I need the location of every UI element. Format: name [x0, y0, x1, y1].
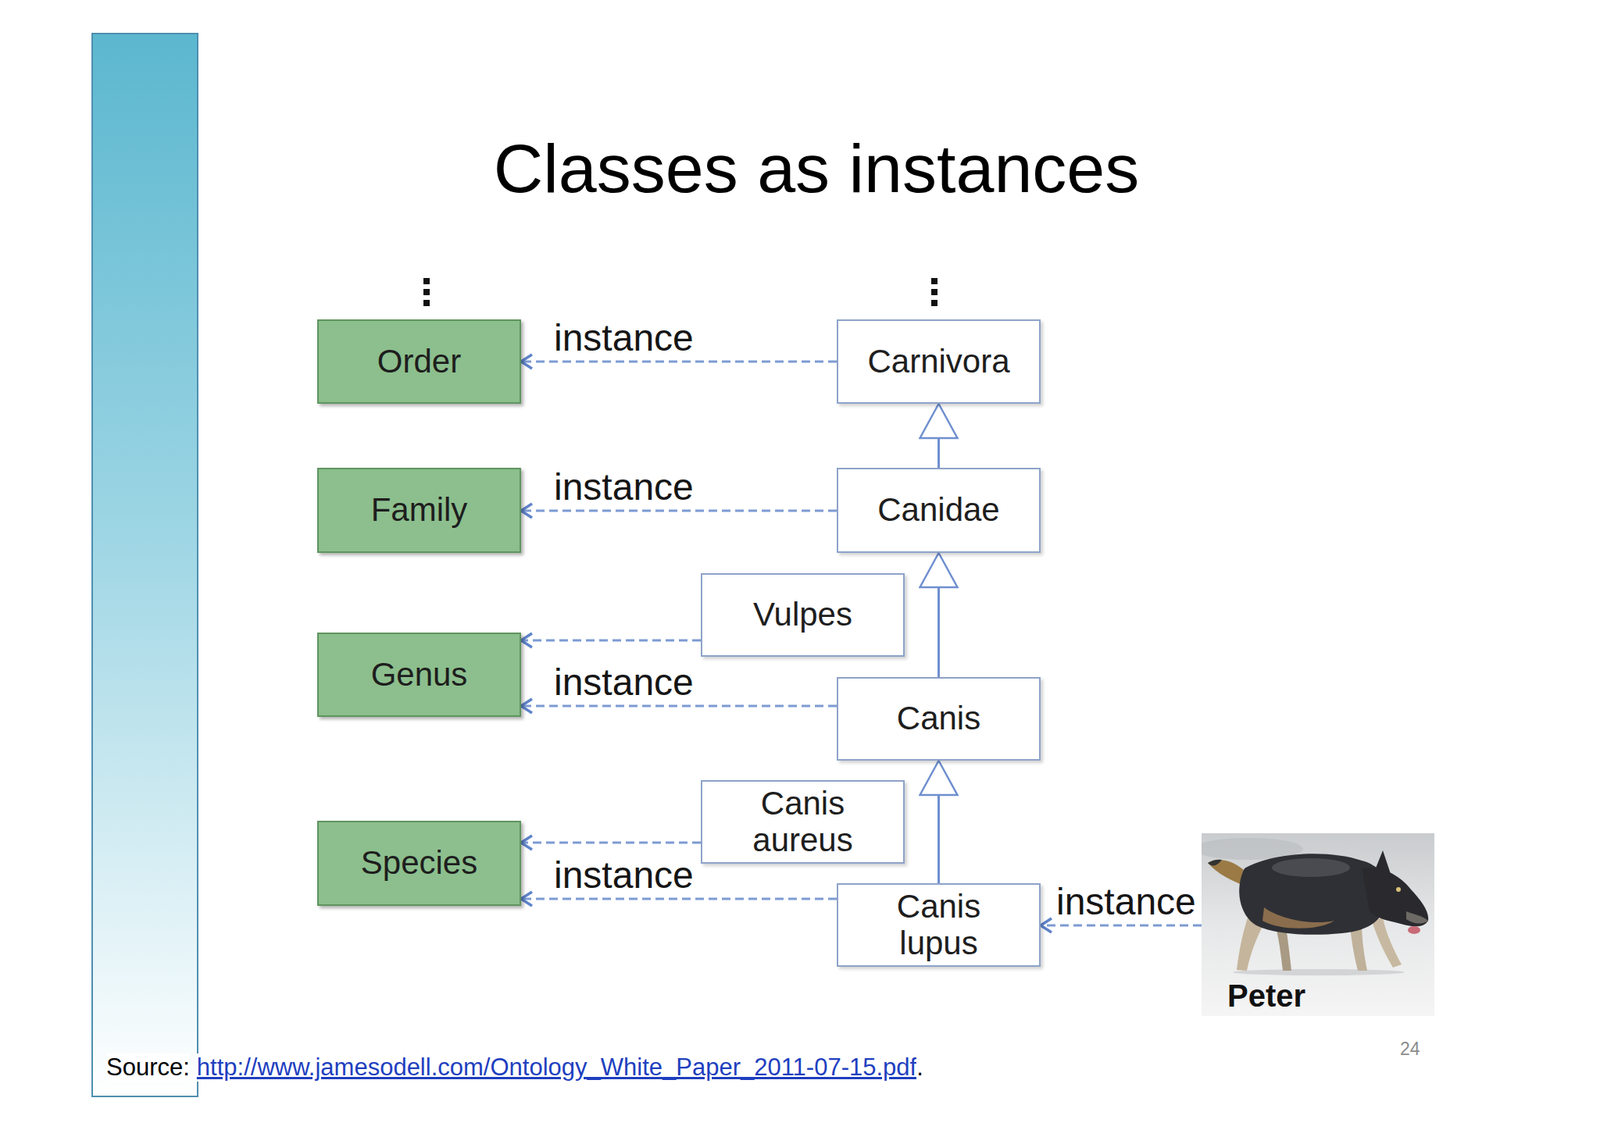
continuation-dots [423, 278, 938, 307]
node-text: Genus [371, 657, 468, 693]
class-box: Canidae [836, 467, 1041, 554]
class-box: Canis [836, 677, 1041, 761]
metaclass-box: Genus [317, 632, 522, 718]
node-text: Canis aureus [728, 785, 878, 858]
page-number: 24 [1400, 1039, 1421, 1061]
instance-arrow [521, 842, 701, 845]
source-line: Source:http://www.jamesodell.com/Ontolog… [106, 1053, 924, 1083]
class-box: Carnivora [836, 319, 1041, 404]
instance-arrow [521, 898, 837, 901]
edge-label: instance [553, 857, 694, 895]
node-text: Order [377, 343, 461, 380]
source-label: Source: [106, 1053, 190, 1083]
node-text: Canis [896, 700, 981, 737]
subclass-arrow [937, 403, 940, 468]
instance-arrow [521, 510, 837, 513]
node-text: Species [360, 845, 478, 882]
class-box: Vulpes [700, 573, 905, 658]
class-box: Canis aureus [700, 780, 905, 865]
instance-arrow [1040, 925, 1202, 928]
instance-arrow [521, 639, 701, 643]
edge-label: instance [1056, 883, 1197, 922]
photo-node: Peter [1201, 833, 1435, 1017]
slide-title: Classes as instances [425, 131, 1208, 208]
class-box: Canis lupus [836, 883, 1041, 968]
node-text: Peter [1227, 978, 1306, 1014]
subclass-arrow [937, 760, 940, 884]
metaclass-box: Order [317, 319, 522, 404]
instance-arrow [521, 705, 837, 708]
node-text: Canis lupus [864, 889, 1014, 961]
edge-label: instance [553, 319, 694, 358]
node-text: Canidae [877, 492, 1000, 529]
metaclass-box: Family [317, 467, 522, 554]
side-bar [92, 33, 198, 1097]
instance-arrow [521, 360, 837, 364]
node-text: Carnivora [867, 343, 1010, 380]
source-link: http://www.jamesodell.com/Ontology_White… [196, 1053, 917, 1083]
node-text: Vulpes [753, 596, 853, 633]
edge-label: instance [553, 468, 694, 507]
subclass-arrow [937, 553, 940, 678]
source-period: . [916, 1053, 924, 1083]
metaclass-box: Species [317, 821, 522, 907]
node-text: Family [371, 492, 468, 529]
edge-label: instance [553, 664, 694, 702]
